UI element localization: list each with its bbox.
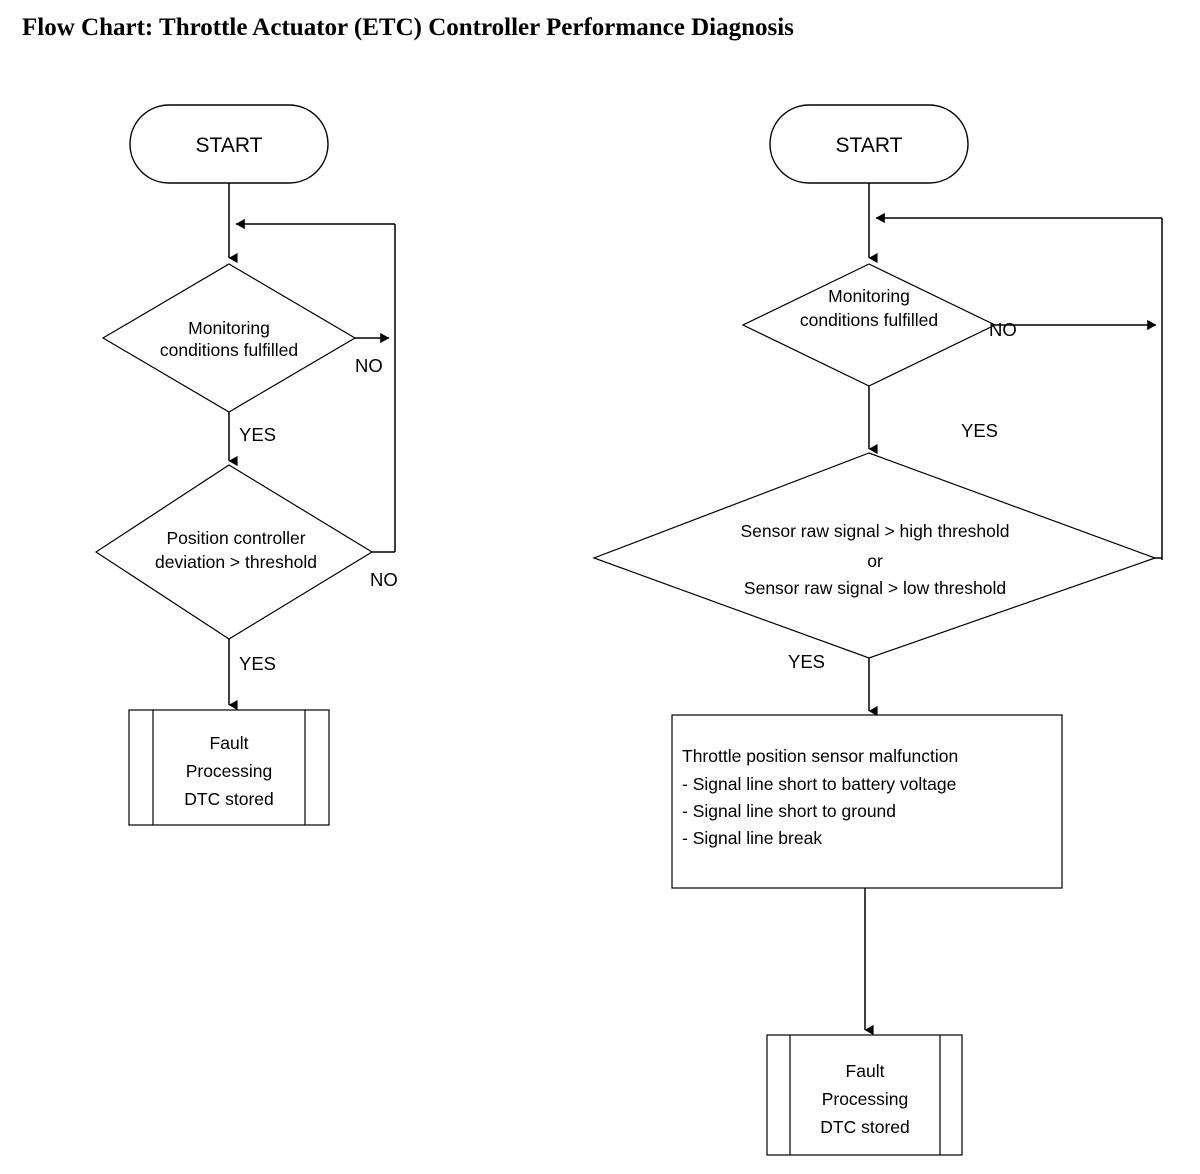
right-decision1-yes-label: YES bbox=[961, 420, 998, 441]
left-decision2-no-label: NO bbox=[370, 569, 398, 590]
left-decision1-no-label: NO bbox=[355, 355, 383, 376]
right-decision1-no-label: NO bbox=[989, 319, 1017, 340]
left-fault-processing-line1: Fault bbox=[210, 733, 249, 753]
right-malfunction-node[interactable]: Throttle position sensor malfunction - S… bbox=[671, 714, 1063, 889]
right-decision-sensor-thresholds[interactable]: Sensor raw signal > high threshold or Se… bbox=[592, 452, 1157, 659]
right-fault-processing-line1: Fault bbox=[846, 1061, 885, 1081]
right-decision2-line2: or bbox=[867, 551, 883, 571]
right-fault-processing-line2: Processing bbox=[822, 1089, 909, 1109]
right-decision1-line2: conditions fulfilled bbox=[800, 310, 938, 330]
left-decision-monitoring-conditions[interactable]: Monitoring conditions fulfilled bbox=[101, 263, 357, 413]
right-malfunction-line1: Throttle position sensor malfunction bbox=[682, 746, 958, 766]
right-fault-processing-node[interactable]: Fault Processing DTC stored bbox=[766, 1034, 963, 1156]
right-malfunction-line4: - Signal line break bbox=[682, 828, 822, 848]
left-fault-processing-shape bbox=[128, 709, 330, 826]
right-decision2-line3: Sensor raw signal > low threshold bbox=[744, 578, 1006, 598]
right-malfunction-shape bbox=[671, 714, 1063, 889]
left-decision1-line1: Monitoring bbox=[188, 318, 270, 338]
left-start-node[interactable]: START bbox=[129, 104, 329, 184]
page-title: Flow Chart: Throttle Actuator (ETC) Cont… bbox=[22, 14, 794, 41]
right-decision2-yes-label: YES bbox=[788, 651, 825, 672]
left-fault-processing-node[interactable]: Fault Processing DTC stored bbox=[128, 709, 330, 826]
right-start-node[interactable]: START bbox=[769, 104, 969, 184]
right-fault-processing-line3: DTC stored bbox=[820, 1117, 909, 1137]
left-decision1-yes-label: YES bbox=[239, 424, 276, 445]
right-decision2-line1: Sensor raw signal > high threshold bbox=[741, 521, 1010, 541]
left-decision2-yes-label: YES bbox=[239, 653, 276, 674]
right-decision-monitoring-conditions[interactable]: Monitoring conditions fulfilled bbox=[741, 263, 997, 387]
left-fault-processing-line3: DTC stored bbox=[184, 789, 273, 809]
right-malfunction-line3: - Signal line short to ground bbox=[682, 801, 896, 821]
right-decision1-line1: Monitoring bbox=[828, 286, 910, 306]
right-malfunction-line2: - Signal line short to battery voltage bbox=[682, 774, 956, 794]
left-decision-position-deviation[interactable]: Position controller deviation > threshol… bbox=[94, 464, 374, 640]
left-decision2-line2: deviation > threshold bbox=[155, 552, 317, 572]
left-decision1-shape bbox=[101, 263, 357, 413]
left-decision1-line2: conditions fulfilled bbox=[160, 340, 298, 360]
left-fault-processing-line2: Processing bbox=[186, 761, 273, 781]
left-decision2-line1: Position controller bbox=[166, 528, 305, 548]
right-start-label: START bbox=[836, 134, 903, 157]
left-start-label: START bbox=[196, 134, 263, 157]
right-fault-processing-shape bbox=[766, 1034, 963, 1156]
